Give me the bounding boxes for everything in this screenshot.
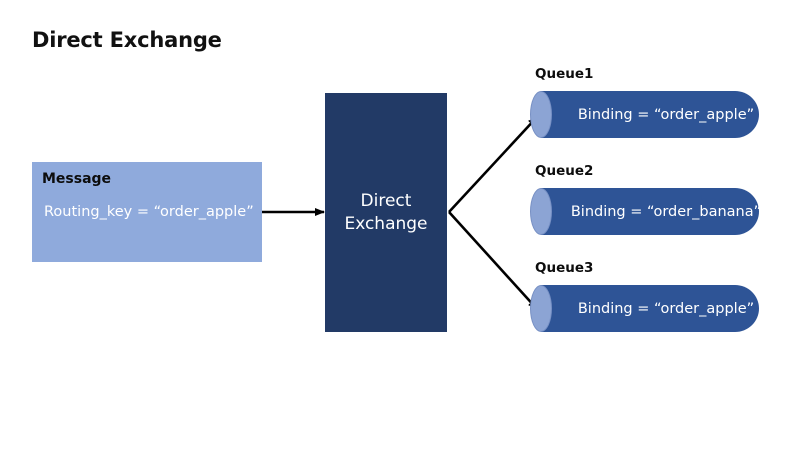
cylinder-cap (530, 91, 552, 138)
cylinder-cap (530, 188, 552, 235)
page-title: Direct Exchange (32, 28, 222, 52)
queue-label-queue3: Queue3 (535, 260, 594, 276)
message-box: Message Routing_key = “order_apple” (32, 162, 262, 262)
cylinder-body (541, 188, 759, 235)
queue-label-queue2: Queue2 (535, 163, 594, 179)
queue-cylinder-queue1: Binding = “order_apple” (530, 91, 770, 138)
queue-cylinder-queue2: Binding = “order_banana” (530, 188, 770, 235)
cylinder-body (541, 91, 759, 138)
cylinder-body (541, 285, 759, 332)
direct-exchange-label: Direct Exchange (344, 191, 428, 234)
queue-binding-queue2: Binding = “order_banana” (570, 203, 762, 220)
cylinder-cap (530, 285, 552, 332)
message-heading: Message (42, 171, 112, 187)
queue-binding-queue3: Binding = “order_apple” (577, 300, 755, 317)
message-routing-key: Routing_key = “order_apple” (44, 204, 254, 220)
queue-cylinder-queue3: Binding = “order_apple” (530, 285, 770, 332)
direct-exchange-box: Direct Exchange (325, 93, 447, 332)
queue-binding-queue1: Binding = “order_apple” (577, 106, 755, 123)
queue-label-queue1: Queue1 (535, 66, 594, 82)
arrow-exchange-to-queue3 (448, 211, 538, 310)
arrow-exchange-to-queue1 (448, 116, 538, 213)
